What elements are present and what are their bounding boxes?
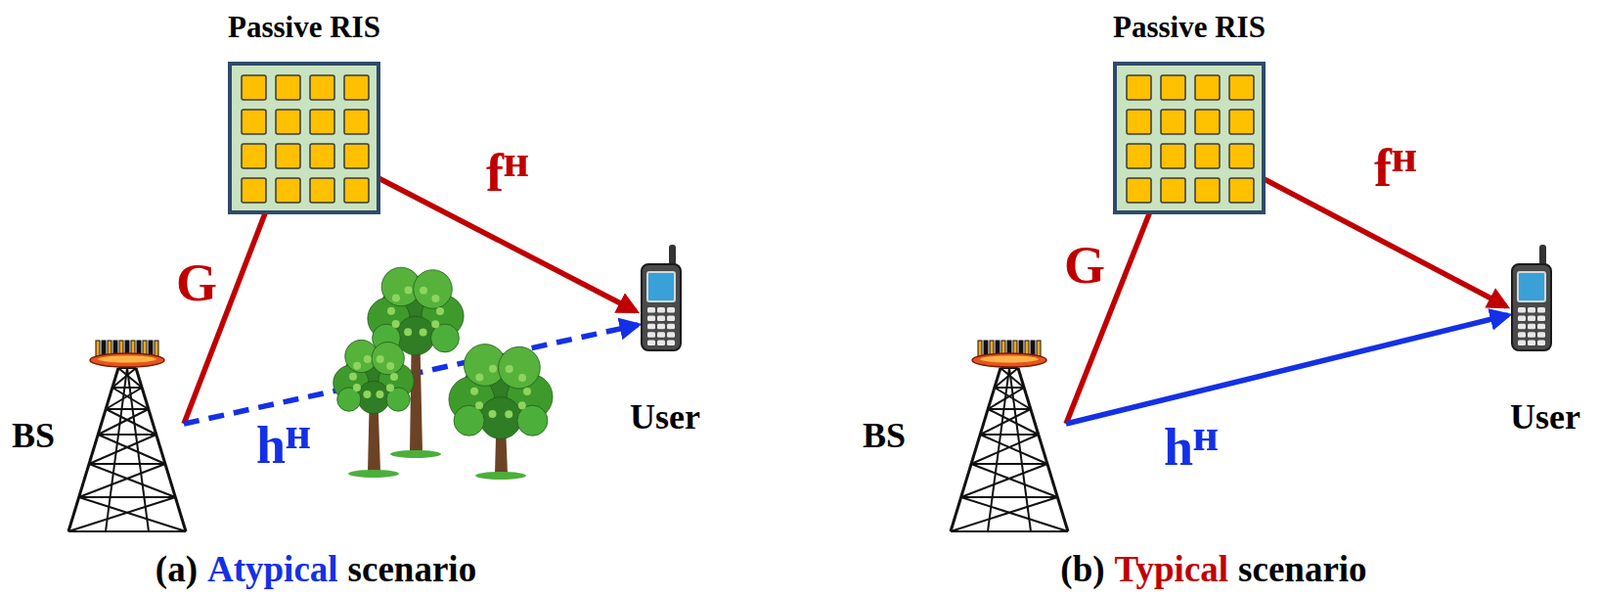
ris-element [1126, 75, 1152, 100]
ris-node: Passive RIS [1080, 9, 1298, 215]
panel-caption: (a)Atypicalscenario [155, 547, 477, 590]
user-node: User [1496, 244, 1595, 437]
ris-element [1126, 177, 1152, 203]
bs-tower [68, 340, 186, 532]
node-label: User [616, 397, 714, 437]
ris-element [1160, 143, 1186, 169]
channel-arrow [1066, 314, 1509, 424]
ris-element [1160, 75, 1186, 100]
ris-element [275, 143, 301, 169]
base-station-node: BS [858, 322, 1084, 538]
ris-element [1195, 109, 1220, 134]
ris-element [1195, 75, 1220, 100]
user-phone [1511, 244, 1552, 351]
channel-arrow [1184, 136, 1507, 307]
phone-drawing [639, 244, 683, 353]
ris-element [1195, 177, 1220, 203]
ris-surface [227, 61, 381, 215]
channel-label: hᴴ [1163, 420, 1219, 474]
tree [367, 266, 464, 458]
caption-word: Atypical [207, 547, 339, 590]
caption-word: Typical [1114, 547, 1230, 590]
node-label: BS [862, 415, 906, 455]
ris-element [310, 75, 335, 100]
ris-element [1126, 143, 1152, 169]
node-heading: Passive RIS [195, 9, 413, 45]
tree [448, 344, 553, 480]
channel-label: G [176, 256, 218, 310]
ris-element [1229, 75, 1254, 100]
ris-element [1229, 143, 1254, 169]
channel-label: fᴴ [486, 146, 529, 200]
ris-element [241, 109, 267, 134]
node-label: BS [11, 415, 55, 455]
ris-element [310, 143, 335, 169]
ris-panel [229, 63, 379, 213]
ris-element [310, 177, 335, 203]
ris-panel [1114, 63, 1264, 213]
caption-word: (a) [155, 547, 198, 590]
ris-element [275, 177, 301, 203]
base-station-node: BS [7, 322, 214, 538]
ris-element [241, 75, 267, 100]
ris-node: Passive RIS [195, 9, 413, 215]
ris-element [1160, 177, 1186, 203]
bs-tower [950, 340, 1068, 532]
tree [333, 339, 414, 478]
user-phone [641, 244, 681, 351]
ris-element [344, 177, 369, 203]
ris-element [1229, 109, 1254, 134]
channel-label: G [1064, 238, 1106, 292]
channel-label: hᴴ [256, 418, 312, 472]
node-label: User [1496, 397, 1595, 437]
ris-element [275, 75, 301, 100]
caption-word: (b) [1060, 547, 1105, 590]
channel-label: fᴴ [1374, 141, 1417, 195]
ris-surface [1112, 61, 1266, 215]
ris-element [344, 109, 369, 134]
node-heading: Passive RIS [1080, 9, 1298, 45]
ris-element [1160, 109, 1186, 134]
ris-element [310, 109, 335, 134]
user-node: User [616, 244, 714, 437]
panel-caption: (b)Typicalscenario [1060, 547, 1367, 590]
channel-arrow [299, 136, 636, 312]
caption-word: scenario [1238, 547, 1368, 590]
ris-element [241, 177, 267, 203]
ris-element [1195, 143, 1220, 169]
ris-element [275, 109, 301, 134]
ris-element [241, 143, 267, 169]
ris-element [344, 143, 369, 169]
ris-element [344, 75, 369, 100]
ris-element [1126, 109, 1152, 134]
ris-element [1229, 177, 1254, 203]
caption-word: scenario [348, 547, 478, 590]
phone-drawing [1510, 244, 1554, 353]
